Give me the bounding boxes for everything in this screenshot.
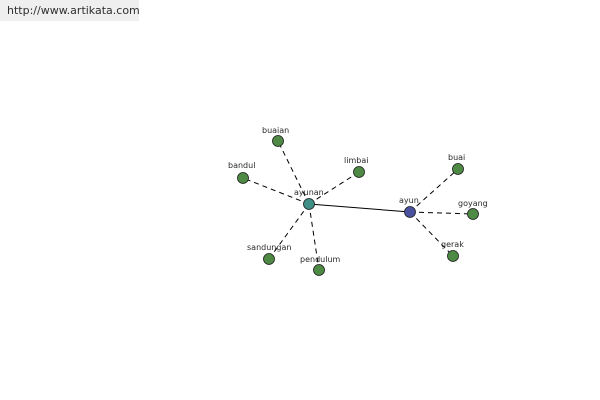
node-sandungan[interactable]: sandungan	[247, 243, 291, 265]
node-bandul-label[interactable]: bandul	[228, 161, 255, 170]
edges-layer	[242, 140, 474, 271]
edge-ayunan-limbai	[308, 171, 360, 205]
node-ayunan[interactable]: ayunan	[294, 188, 324, 210]
node-goyang-label[interactable]: goyang	[458, 199, 488, 208]
nodes-layer: ayunan ayun buaian bandul limbai sandungan pen…	[228, 126, 488, 276]
node-bandul-circle[interactable]	[237, 172, 249, 184]
node-limbai[interactable]: limbai	[344, 156, 368, 178]
edge-ayunan-ayun	[308, 203, 411, 213]
node-ayun-circle[interactable]	[404, 206, 416, 218]
node-gerak-label[interactable]: gerak	[441, 240, 464, 249]
edge-ayunan-sandungan	[268, 203, 310, 260]
node-ayunan-circle[interactable]	[303, 198, 315, 210]
node-buai-circle[interactable]	[452, 163, 464, 175]
edge-ayun-buai	[409, 168, 459, 213]
edge-ayunan-bandul	[242, 177, 310, 205]
node-sandungan-label[interactable]: sandungan	[247, 243, 291, 252]
edge-ayunan-buaian	[277, 140, 310, 205]
node-ayunan-label[interactable]: ayunan	[294, 188, 324, 197]
edge-ayun-goyang	[409, 211, 474, 215]
node-gerak[interactable]: gerak	[441, 240, 464, 262]
node-buai[interactable]: buai	[448, 153, 465, 175]
node-buaian[interactable]: buaian	[262, 126, 289, 147]
node-limbai-label[interactable]: limbai	[344, 156, 368, 165]
edge-ayun-gerak	[409, 211, 454, 257]
node-sandungan-circle[interactable]	[263, 253, 275, 265]
node-ayun[interactable]: ayun	[399, 196, 419, 218]
node-gerak-circle[interactable]	[447, 250, 459, 262]
node-ayun-label[interactable]: ayun	[399, 196, 419, 205]
edge-ayunan-pendulum	[308, 203, 320, 271]
node-buaian-label[interactable]: buaian	[262, 126, 289, 135]
node-pendulum-label[interactable]: pendulum	[300, 255, 341, 264]
site-url-label[interactable]: http://www.artikata.com	[0, 0, 140, 21]
node-buai-label[interactable]: buai	[448, 153, 465, 162]
node-pendulum-circle[interactable]	[313, 264, 325, 276]
node-goyang-circle[interactable]	[467, 208, 479, 220]
node-bandul[interactable]: bandul	[228, 161, 255, 184]
node-pendulum[interactable]: pendulum	[300, 255, 341, 276]
node-buaian-circle[interactable]	[272, 135, 284, 147]
node-limbai-circle[interactable]	[353, 166, 365, 178]
node-goyang[interactable]: goyang	[458, 199, 488, 220]
